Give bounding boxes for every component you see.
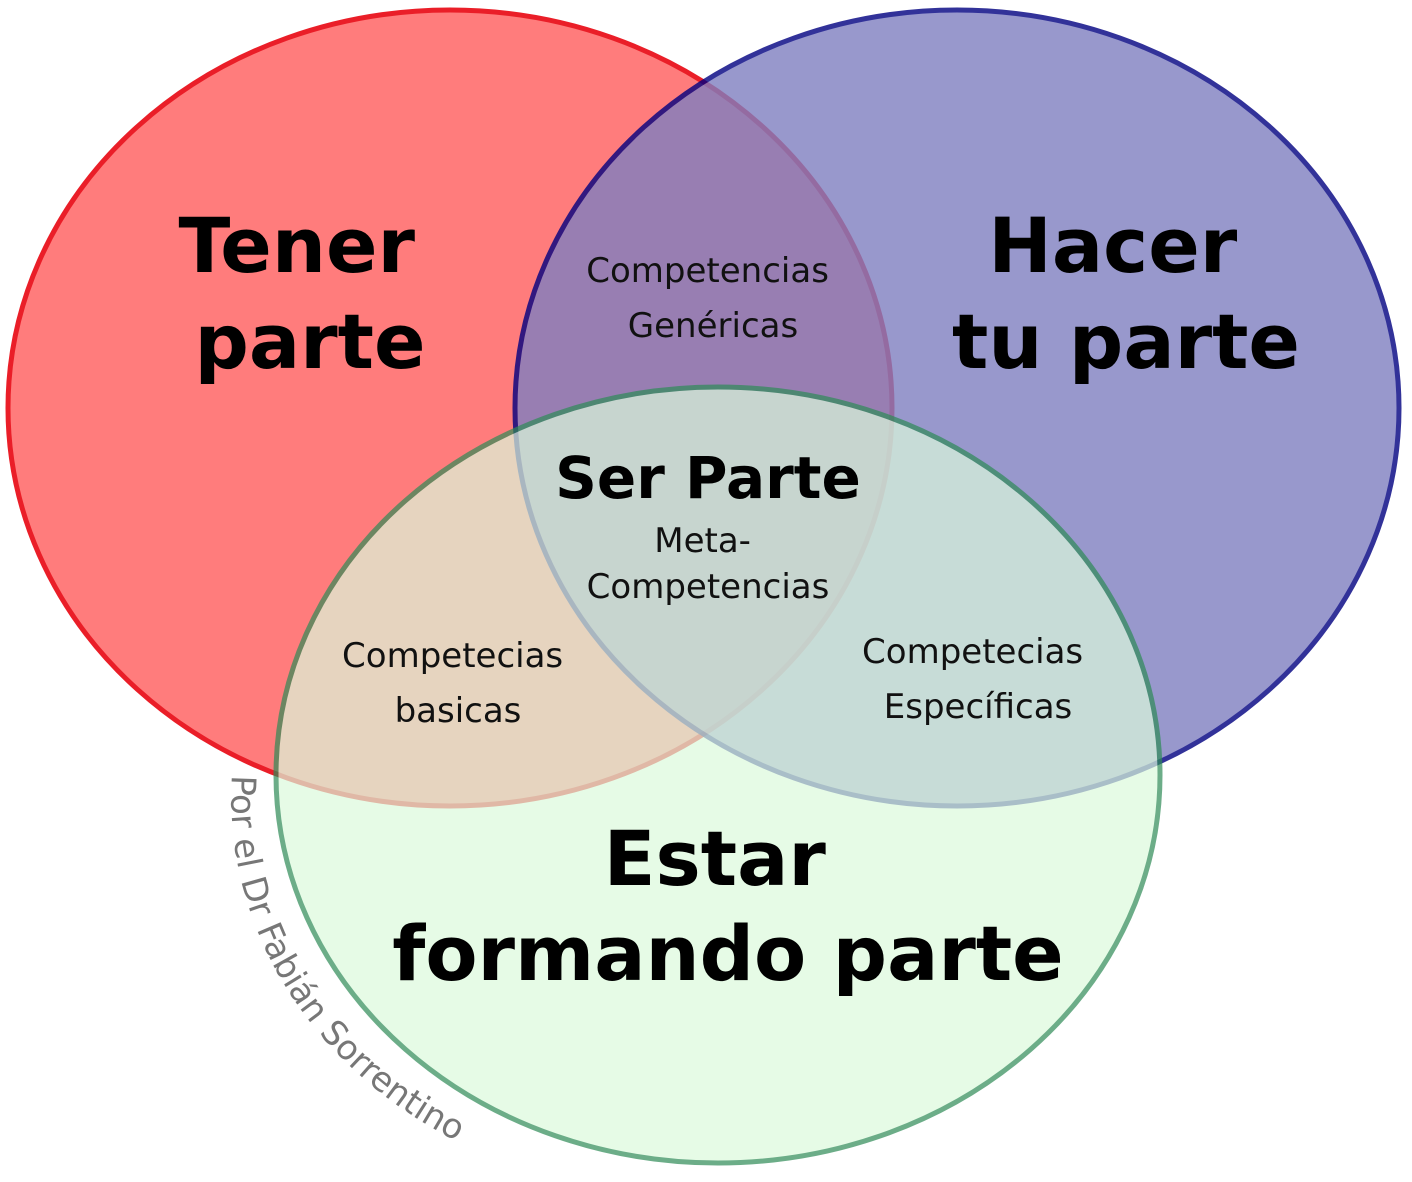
center-label: Meta- Competencias <box>587 521 830 607</box>
red-blue-overlap-label: Competencias Genéricas <box>586 251 839 346</box>
blue-set-title: Hacer tu parte <box>952 201 1300 386</box>
green-set-title: Estar formando parte <box>392 814 1063 998</box>
green-circle <box>273 384 1163 1166</box>
blue-green-overlap-label: Competecias Específicas <box>862 632 1094 727</box>
red-set-title: Tener parte <box>179 201 442 386</box>
red-green-overlap-label: Competecias basicas <box>342 636 574 731</box>
center-title: Ser Parte <box>555 444 861 512</box>
